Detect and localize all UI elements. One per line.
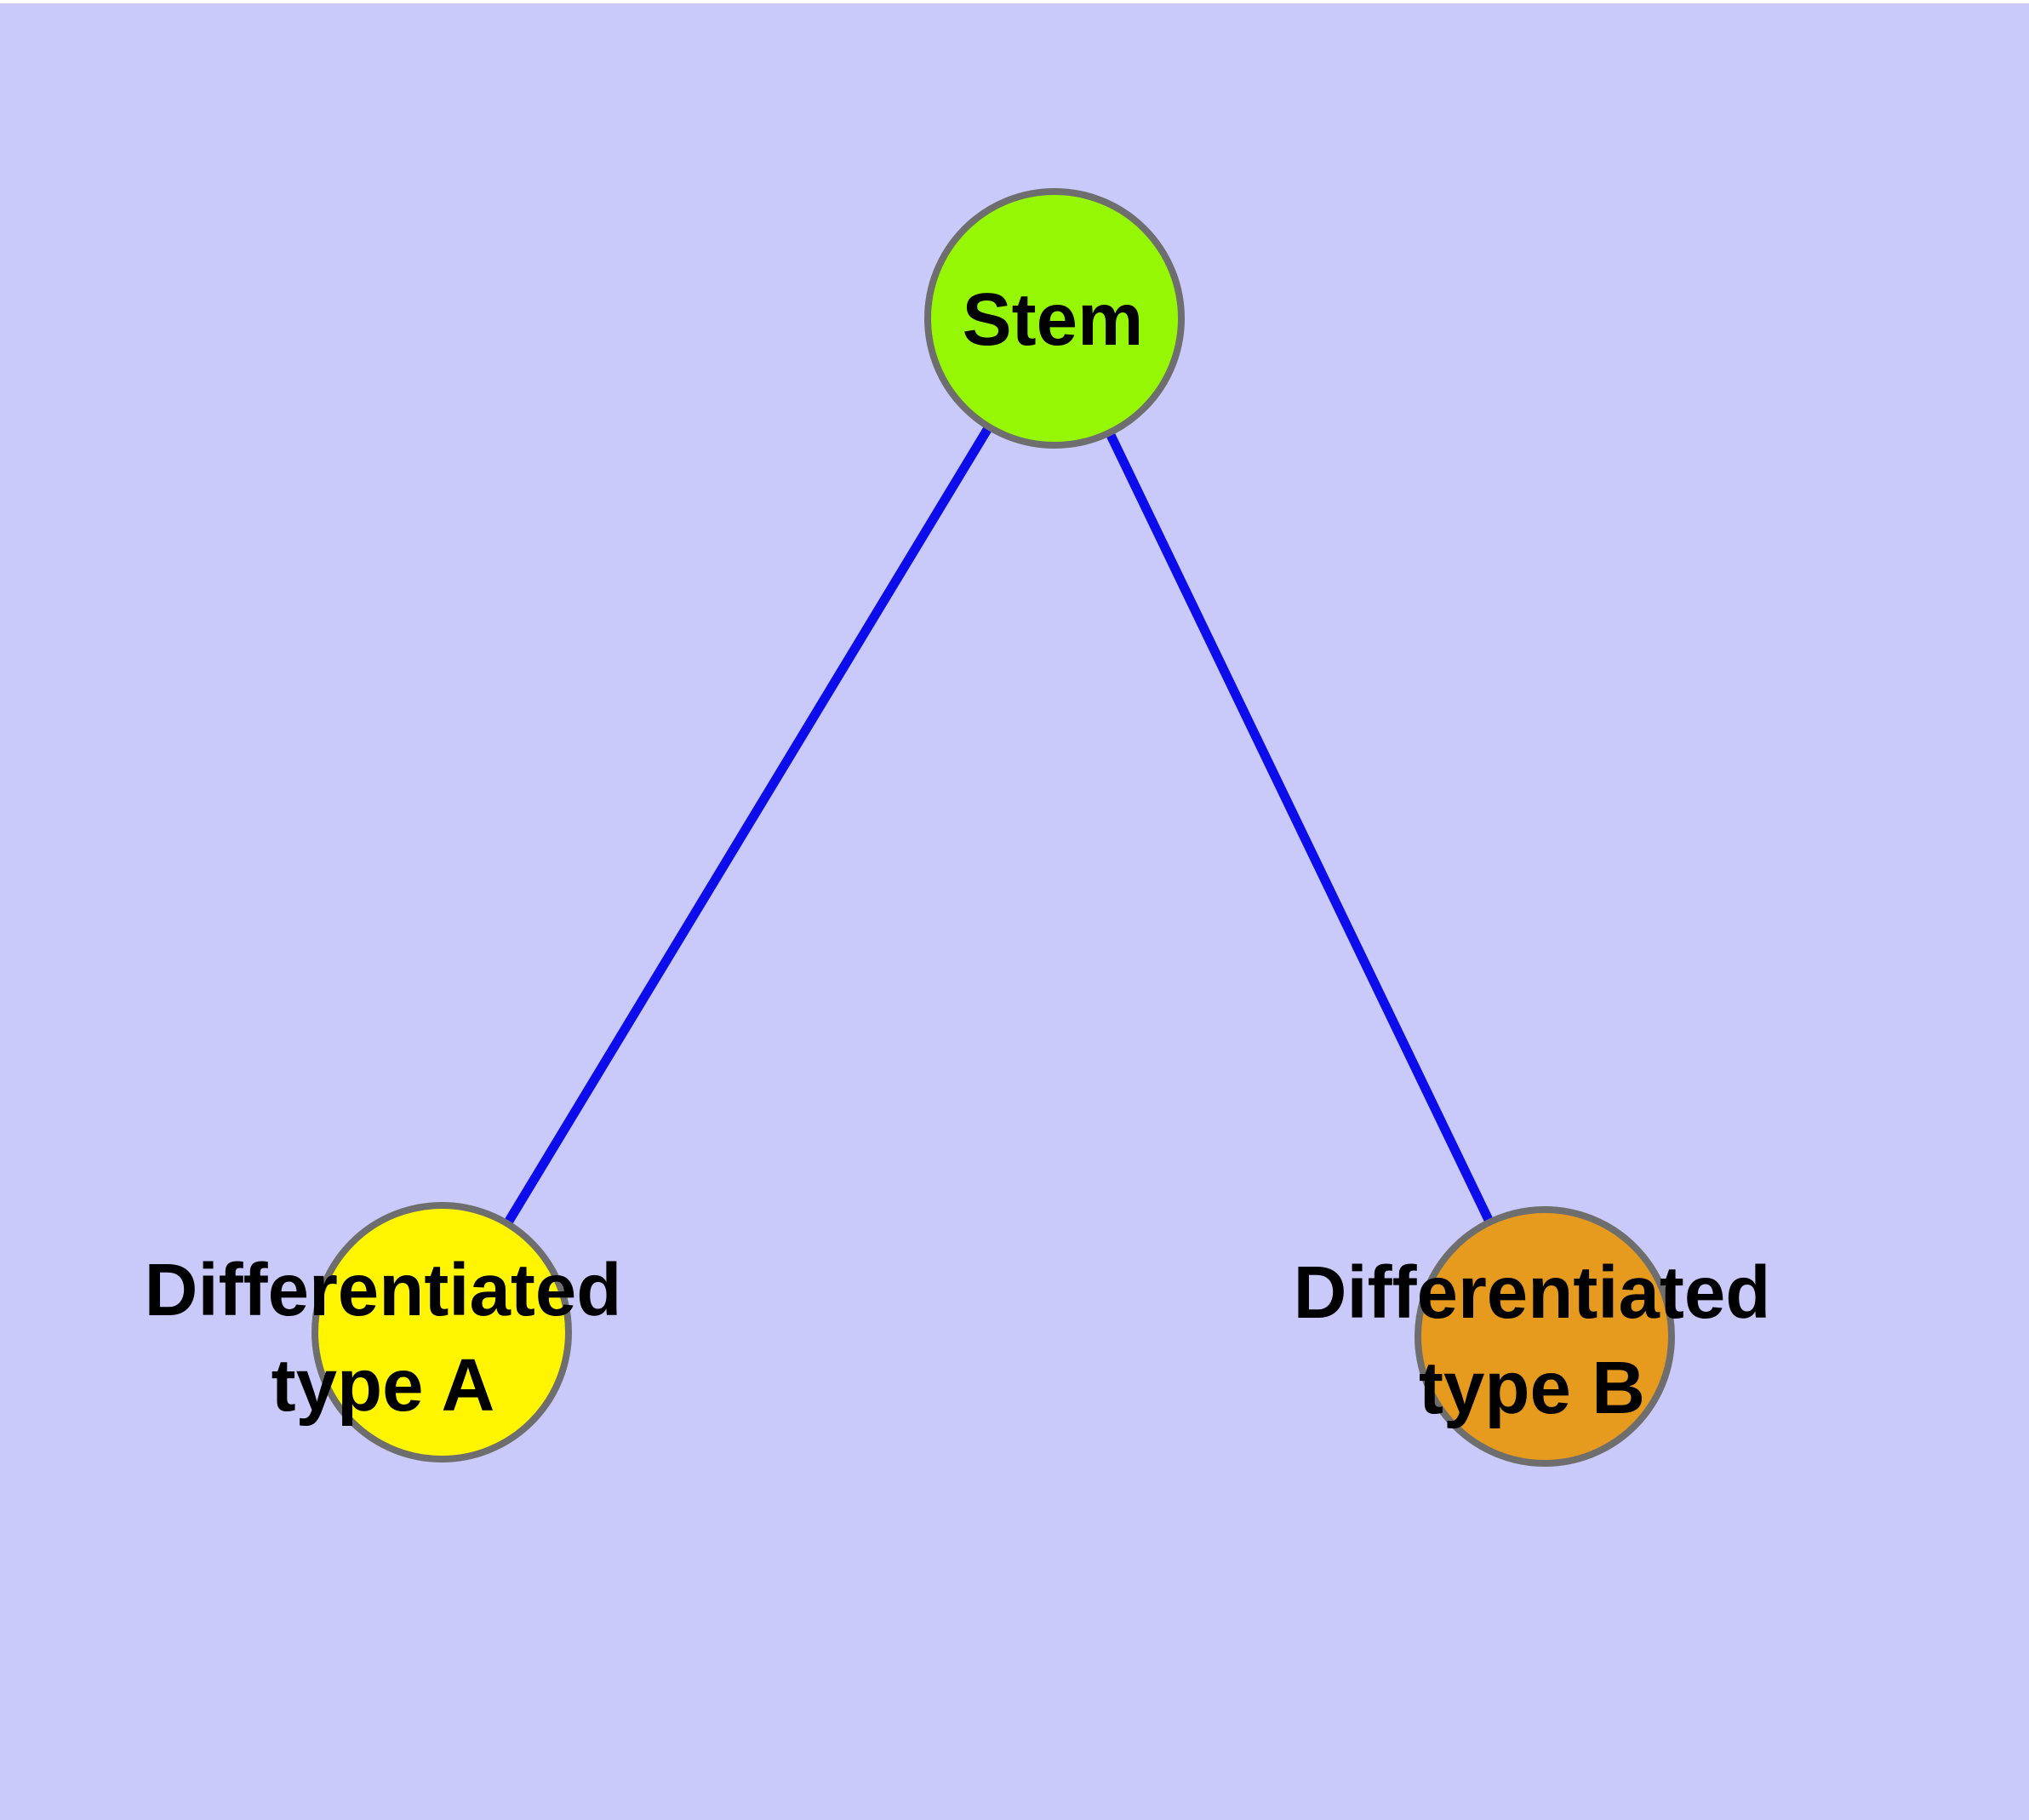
edge-stem-to-type-b (1050, 316, 1549, 1339)
node-type-b-label-line2: type B (1419, 1347, 1645, 1429)
node-type-b-circle (1415, 1206, 1675, 1467)
node-type-a-label-line1: Differentiated (145, 1249, 622, 1331)
node-stem-circle (924, 188, 1185, 449)
node-type-a-circle (311, 1202, 572, 1462)
edge-stem-to-type-a (437, 316, 1059, 1335)
node-type-a-label-line2: type A (271, 1344, 495, 1427)
node-type-b-label-line1: Differentiated (1294, 1251, 1771, 1334)
node-stem-label: Stem (963, 278, 1144, 361)
